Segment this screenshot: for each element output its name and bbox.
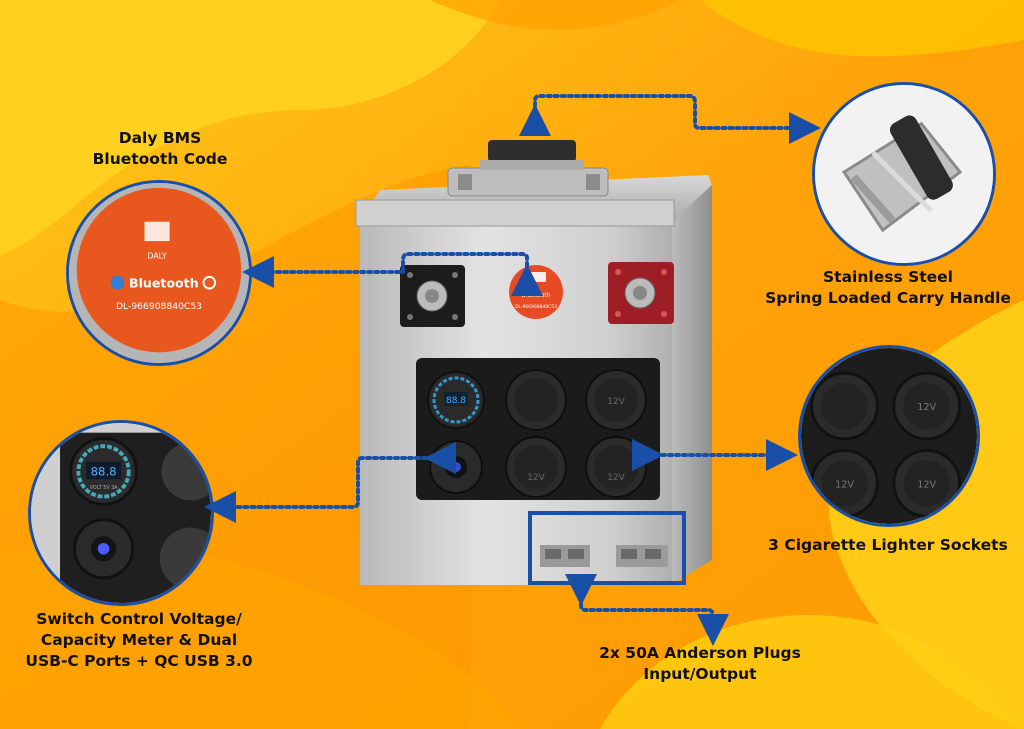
- callout-switch-line1: Switch Control Voltage/: [36, 610, 242, 628]
- callout-sockets: 3 Cigarette Lighter Sockets: [766, 535, 1010, 556]
- callout-anderson-line1: 2x 50A Anderson Plugs: [599, 644, 801, 662]
- callout-switch-line3: USB-C Ports + QC USB 3.0: [25, 652, 253, 670]
- bms-tag-code: DL-966908840C53: [116, 301, 202, 312]
- device-tag-bluetooth: Bluetooth: [521, 292, 550, 299]
- switch-meter-legend: VOLT 5V 3A: [90, 485, 119, 491]
- socket-marking-2: 12V: [527, 473, 545, 483]
- callout-switch: Switch Control Voltage/ Capacity Meter &…: [4, 609, 274, 672]
- callout-bms: Daly BMS Bluetooth Code: [60, 128, 260, 170]
- box-lid-front: [355, 199, 675, 227]
- bms-tag-bluetooth: Bluetooth: [129, 276, 199, 291]
- box-right-side: [670, 185, 712, 585]
- lighter-socket-bottom-right: 12V: [585, 436, 647, 498]
- callout-anderson-line2: Input/Output: [643, 665, 757, 683]
- switch-meter-display: 88.8: [91, 464, 117, 478]
- carry-handle: [447, 140, 609, 197]
- callout-handle: Stainless Steel Spring Loaded Carry Hand…: [752, 267, 1024, 309]
- callout-bms-line2: Bluetooth Code: [92, 150, 228, 168]
- negative-terminal: [400, 265, 465, 327]
- usb-socket-1: [505, 369, 567, 431]
- meter-display: 88.8: [446, 396, 466, 406]
- callout-handle-line2: Spring Loaded Carry Handle: [765, 289, 1011, 307]
- sockets-marking-2: 12V: [835, 479, 854, 490]
- callout-bms-line1: Daly BMS: [118, 129, 202, 147]
- socket-marking-3: 12V: [607, 473, 625, 483]
- handle-detail-circle: [812, 82, 996, 266]
- bluetooth-icon: [110, 275, 125, 290]
- device-tag-code: DL-966908840C53: [515, 304, 557, 310]
- sockets-detail-circle: 12V 12V 12V: [798, 345, 980, 527]
- callout-anderson: 2x 50A Anderson Plugs Input/Output: [590, 643, 810, 685]
- daly-logo: [144, 221, 170, 242]
- sockets-marking-3: 12V: [917, 479, 936, 490]
- power-switch-icon: [97, 543, 110, 555]
- lighter-socket-top: 12V: [585, 369, 647, 431]
- bms-tag-on-box: Bluetooth DL-966908840C53: [509, 265, 563, 319]
- battery-box: Bluetooth DL-966908840C53 88.8 12V 12V 1…: [355, 140, 712, 585]
- voltage-meter: 88.8: [427, 371, 485, 429]
- sockets-marking-1: 12V: [917, 402, 936, 413]
- callout-switch-line2: Capacity Meter & Dual: [40, 631, 238, 649]
- power-icon: [202, 275, 217, 290]
- power-switch: [429, 440, 483, 494]
- socket-marking-1: 12V: [607, 397, 625, 407]
- bms-tag-brand: DALY: [148, 251, 167, 260]
- switch-detail-circle: 88.8 VOLT 5V 3A: [28, 420, 214, 606]
- lighter-socket-bottom-left: 12V: [505, 436, 567, 498]
- callout-sockets-line1: 3 Cigarette Lighter Sockets: [768, 536, 1008, 554]
- positive-terminal: [608, 262, 674, 324]
- callout-handle-line1: Stainless Steel: [823, 268, 953, 286]
- bms-detail-circle: DALY Bluetooth DL-966908840C53: [66, 180, 252, 366]
